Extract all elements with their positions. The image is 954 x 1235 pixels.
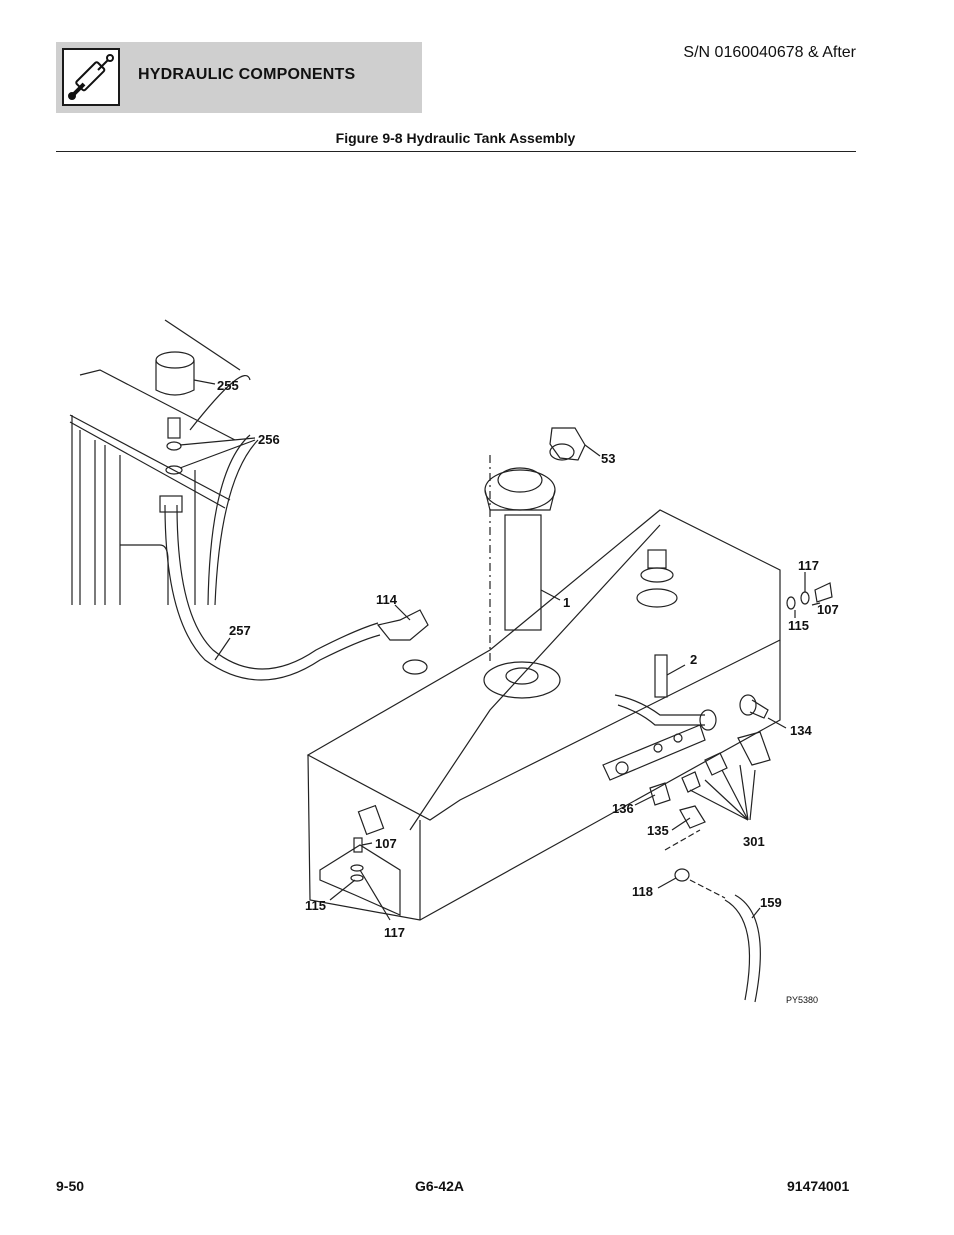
callout-label: 117 [798, 558, 819, 573]
callout-label: 257 [229, 623, 251, 638]
callout-label: 107 [375, 836, 397, 851]
callout-label: 301 [743, 834, 765, 849]
callout-label: 2 [690, 652, 697, 667]
drawing-reference-code: PY5380 [786, 995, 818, 1005]
callout-label: 1 [563, 595, 570, 610]
callout-label: 115 [788, 618, 809, 633]
callout-label: 159 [760, 895, 782, 910]
model-number: G6-42A [415, 1178, 465, 1194]
callout-label: 135 [647, 823, 669, 838]
hydraulic-cylinder-icon [62, 48, 120, 106]
header-divider [56, 151, 856, 152]
page-number: 9-50 [56, 1178, 85, 1194]
serial-number-range: S/N 0160040678 & After [683, 44, 856, 61]
section-header: HYDRAULIC COMPONENTS [56, 42, 422, 113]
callout-label: 117 [384, 925, 405, 940]
section-title: HYDRAULIC COMPONENTS [138, 66, 356, 83]
callout-label: 53 [601, 451, 615, 466]
manual-number: 91474001 [787, 1178, 850, 1194]
part-callouts: 255 256 53 1 114 257 117 107 115 2 134 1… [217, 378, 839, 1005]
callout-label: 134 [790, 723, 812, 738]
callout-label: 115 [305, 898, 326, 913]
callout-label: 256 [258, 432, 280, 447]
callout-label: 107 [817, 602, 839, 617]
callout-label: 118 [632, 884, 653, 899]
figure-caption: Figure 9-8 Hydraulic Tank Assembly [335, 130, 576, 146]
callout-label: 136 [612, 801, 634, 816]
callout-label: 114 [376, 592, 398, 607]
callout-label: 255 [217, 378, 239, 393]
